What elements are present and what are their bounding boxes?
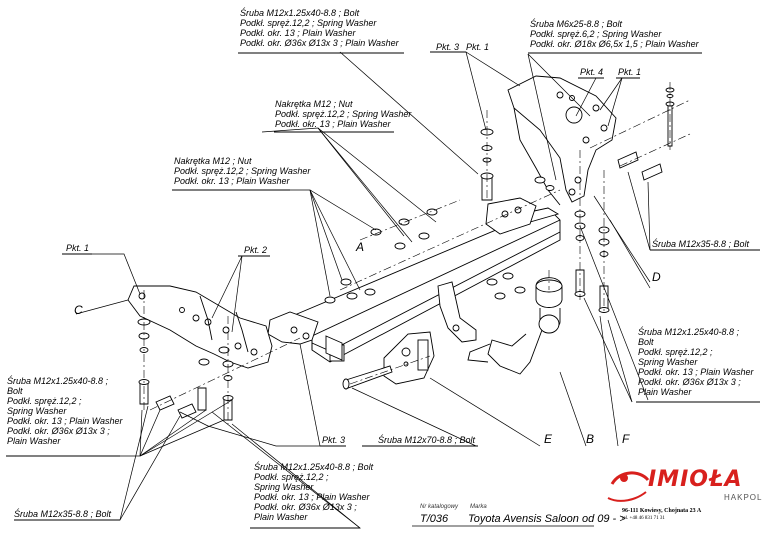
label-left-bolt-block: Śruba M12x1.25x40-8.8 ; Bolt Podkł. sprę… [7,376,123,446]
letter-b: B [586,432,595,446]
label-line: Śruba M12x1.25x40-8.8 ; [638,327,740,337]
washers-nuts [137,87,675,381]
label-top-right-bolt: Śruba M6x25-8.8 ; Bolt Podkł. spręż.6,2 … [530,19,699,49]
label-nut-upper: Nakrętka M12 ; Nut Podkł. spręż.12,2 ; S… [275,99,411,129]
label-line: Podkł. okr. 13 ; Plain Washer [254,492,370,502]
brand-label: Marka [470,504,487,510]
label-line: Śruba M12x1.25x40-8.8 ; [7,376,109,386]
company-phone: tel. +48 46 831 71 31 [622,516,665,521]
label-line: Podkł. spręż.12,2 ; Spring Washer [240,18,377,28]
beam-right-flange [485,197,537,235]
bracket-d [507,75,617,206]
label-line: Śruba M12x1.25x40-8.8 ; Bolt [254,462,374,472]
label-line: Podkł. spręż.6,2 ; Spring Washer [530,29,662,39]
label-line: Plain Washer [638,387,692,397]
label-line: Spring Washer [638,357,698,367]
letter-c: C [74,303,83,317]
label-line: Podkł. okr. 13 ; Plain Washer [638,367,754,377]
company-address: 96-111 Kowiesy, Chojnata 23 A [622,508,702,514]
label-m12x70-bolt: Śruba M12x70-8.8 ; Bolt [378,435,475,445]
socket-plate-e [383,331,435,385]
label-line: Plain Washer [254,512,308,522]
letter-d: D [652,270,661,284]
label-line: Nakrętka M12 ; Nut [275,99,353,109]
label-line: Podkł. okr. 13 ; Plain Washer [275,119,391,129]
label-line: Śruba M6x25-8.8 ; Bolt [530,19,623,29]
catalog-label: Nr katalogowy [420,504,459,510]
label-line: Podkł. spręż.12,2 ; [7,396,82,406]
pkt1-left: Pkt. 1 [66,243,90,253]
label-line: Plain Washer [7,436,61,446]
label-line: Podkł. okr. 13 ; Plain Washer [7,416,123,426]
pkt1-plate: Pkt. 1 [618,67,642,77]
label-line: Spring Washer [7,406,67,416]
beam-left-flange [267,311,319,345]
label-top-bolt: Śruba M12x1.25x40-8.8 ; Bolt Podkł. sprę… [240,8,399,48]
pkt3-bottom: Pkt. 3 [322,435,346,445]
imiola-logo: IMIOŁA [648,467,743,492]
label-line: Podkł. spręż.12,2 ; [254,472,329,482]
label-line: Podkł. okr. Ø36x Ø13x 3 ; [7,426,110,436]
vehicle-model: Toyota Avensis Saloon od 09 - > [468,513,626,525]
label-bottom-bolt-block: Śruba M12x1.25x40-8.8 ; Bolt Podkł. sprę… [254,462,373,522]
bracket-c [127,285,273,369]
label-line: Podkł. okr. 13 ; Plain Washer [240,28,356,38]
label-line: Bolt [638,337,654,347]
logo-swoosh [607,471,650,502]
tow-ball-b [467,277,563,375]
centre-bracket [437,281,477,343]
pkt3-top: Pkt. 3 [436,42,460,52]
label-line: Podkł. okr. Ø36x Ø13x 3 ; [638,377,741,387]
label-underlines [6,51,760,529]
label-line: Śruba M12x35-8.8 ; Bolt [14,509,112,519]
label-line: Podkł. okr. Ø36x Ø13x 3 ; Plain Washer [240,38,399,48]
label-line: Podkł. okr. Ø36x Ø13x 3 ; [254,502,357,512]
leader-lines [6,51,651,529]
catalog-number: T/036 [420,513,449,525]
label-line: Spring Washer [254,482,314,492]
label-line: Podkł. spręż.12,2 ; Spring Washer [275,109,412,119]
label-line: Podkł. spręż.12,2 ; Spring Washer [174,166,311,176]
letter-a: A [356,240,365,254]
label-line: Śruba M12x35-8.8 ; Bolt [652,239,750,249]
pkt1-top: Pkt. 1 [466,42,490,52]
letter-e: E [544,432,553,446]
pkt2: Pkt. 2 [244,245,268,255]
label-line: Nakrętka M12 ; Nut [174,156,252,166]
label-line: Podkł. okr. Ø18x Ø6,5x 1,5 ; Plain Washe… [530,39,699,49]
label-right-bolt-12x35: Śruba M12x35-8.8 ; Bolt [652,239,749,249]
label-line: Podkł. spręż.12,2 ; [638,347,713,357]
hakpol-subtitle: HAKPOL [724,493,763,502]
letter-f: F [622,432,630,446]
label-line: Śruba M12x70-8.8 ; Bolt [378,435,476,445]
label-line: Bolt [7,386,23,396]
label-nut-left: Nakrętka M12 ; Nut Podkł. spręż.12,2 ; S… [174,156,310,186]
label-right-bolt-block: Śruba M12x1.25x40-8.8 ; Bolt Podkł. sprę… [638,327,754,397]
label-line: Podkł. okr. 13 ; Plain Washer [174,176,290,186]
label-bottom-left-bolt: Śruba M12x35-8.8 ; Bolt [14,509,111,519]
label-line: Śruba M12x1.25x40-8.8 ; Bolt [240,8,360,18]
pkt4: Pkt. 4 [580,67,604,77]
